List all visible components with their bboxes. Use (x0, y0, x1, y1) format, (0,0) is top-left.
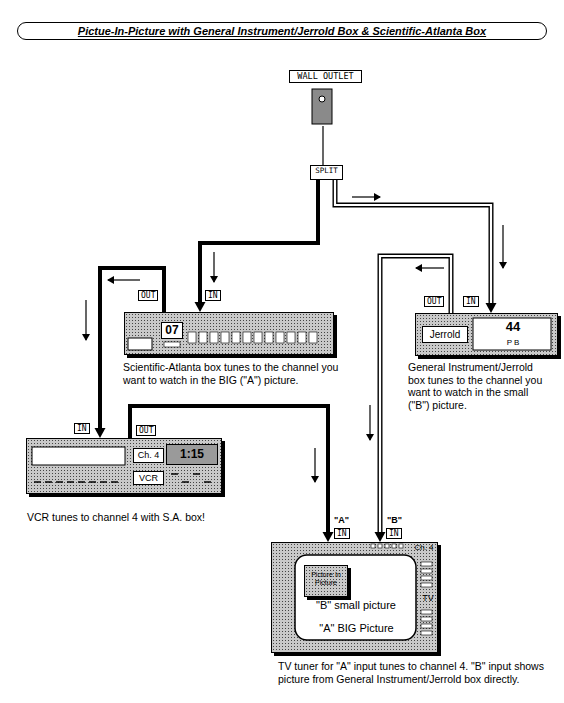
port-tag: IN (205, 290, 221, 301)
arrow-head (95, 428, 106, 438)
diagram-title: Pictue-In-Picture with General Instrumen… (17, 22, 547, 40)
brand-label: Jerrold (422, 326, 468, 343)
screen-text: "A" BIG Picture (300, 622, 413, 635)
box-caption: General Instrument/Jerrold box tunes to … (408, 361, 550, 411)
wall-outlet: WALL OUTLET (289, 70, 362, 126)
splitter-label: SPLIT (311, 167, 342, 176)
tv-label: TV (419, 593, 437, 603)
channel-display: Ch. 4 (133, 448, 164, 463)
vcr-label: VCR (133, 471, 164, 485)
vcr-unit: Ch. 41:15VCRVCR tunes to channel 4 with … (26, 438, 222, 494)
channel-display: 44 (474, 320, 552, 335)
device-detail (124, 312, 334, 355)
port-tag: IN (334, 528, 350, 539)
port-tag: IN (74, 423, 90, 434)
port-tag: IN (463, 296, 479, 307)
cable (323, 126, 324, 165)
display-indicator: P B (474, 338, 552, 347)
device-detail (271, 542, 438, 653)
cable-line (200, 180, 318, 302)
jerrold-cable-box: Jerrold44P BGeneral Instrument/Jerrold b… (415, 313, 558, 356)
cable (195, 180, 319, 312)
arrow-head (375, 532, 386, 542)
tv-set: Ch. 4TV"B" small picture"A" BIG PictureT… (271, 542, 438, 653)
splitter-box: SPLIT (310, 165, 343, 180)
port-tag: OUT (136, 425, 156, 436)
channel-indicator: Ch. 4 (410, 543, 438, 552)
pip-label: Picture In Picture (306, 571, 346, 587)
input-name: "A" (333, 515, 350, 525)
cable-line (322, 126, 323, 165)
clock-display: 1:15 (166, 444, 218, 465)
port-tag: IN (386, 528, 402, 539)
arrow-head (323, 532, 334, 542)
device-caption: TV tuner for "A" input tunes to channel … (278, 660, 564, 685)
port-tag: OUT (424, 296, 444, 307)
device-caption: VCR tunes to channel 4 with S.A. box! (27, 511, 267, 524)
pip-inset: Picture In Picture (304, 565, 348, 597)
coax-cable (335, 180, 497, 313)
channel-display: 07 (161, 322, 183, 339)
outlet-label: WALL OUTLET (289, 70, 362, 83)
cable-core (335, 180, 491, 303)
port-tag: OUT (138, 290, 158, 301)
sa-cable-box: 07Scientific-Atlanta box tunes to the ch… (124, 312, 334, 355)
arrow-head (195, 302, 206, 312)
box-caption: Scientific-Atlanta box tunes to the chan… (123, 361, 339, 386)
input-name: "B" (386, 515, 403, 525)
arrow-head (486, 303, 497, 313)
screen-text: "B" small picture (316, 599, 411, 612)
cable-outline (335, 180, 491, 303)
